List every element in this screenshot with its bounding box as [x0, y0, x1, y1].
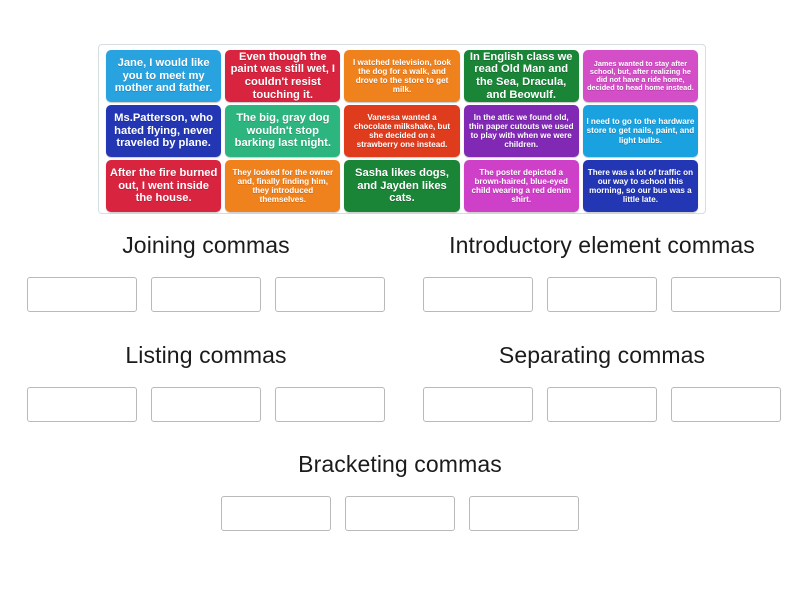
tile-tray: Jane, I would like you to meet my mother… [98, 44, 706, 214]
category-slot-row [202, 496, 598, 531]
category-slot-row [404, 387, 800, 422]
answer-tile-text: I watched television, took the dog for a… [352, 57, 452, 95]
category-title: Bracketing commas [298, 451, 502, 477]
answer-tile[interactable]: I watched television, took the dog for a… [344, 50, 460, 102]
category-slot-row [8, 387, 404, 422]
answer-tile[interactable]: There was a lot of traffic on our way to… [582, 160, 699, 212]
drop-slot[interactable] [547, 277, 657, 312]
answer-tile-text: Jane, I would like you to meet my mother… [114, 57, 213, 95]
answer-tile[interactable]: Even though the paint was still wet, I c… [225, 50, 341, 102]
drop-slot[interactable] [469, 496, 579, 531]
answer-tile[interactable]: In the attic we found old, thin paper cu… [463, 105, 579, 157]
tile-row: Jane, I would like you to meet my mother… [104, 50, 700, 102]
answer-tile[interactable]: The big, gray dog wouldn't stop barking … [225, 105, 341, 157]
answer-tile-text: The big, gray dog wouldn't stop barking … [234, 112, 331, 150]
answer-tile-text: After the fire burned out, I went inside… [109, 167, 218, 205]
answer-tile-text: Even though the paint was still wet, I c… [230, 50, 336, 101]
answer-tile[interactable]: James wanted to stay after school, but, … [582, 50, 699, 102]
answer-tile[interactable]: Ms.Patterson, who hated flying, never tr… [106, 105, 222, 157]
drop-slot[interactable] [671, 387, 781, 422]
category-title: Listing commas [125, 342, 287, 368]
tile-row: After the fire burned out, I went inside… [104, 160, 700, 212]
drop-slot[interactable] [221, 496, 331, 531]
answer-tile-text: James wanted to stay after school, but, … [587, 58, 694, 93]
answer-tile[interactable]: Vanessa wanted a chocolate milkshake, bu… [344, 105, 460, 157]
answer-tile[interactable]: I need to go to the hardware store to ge… [582, 105, 699, 157]
answer-tile[interactable]: They looked for the owner and, finally f… [225, 160, 341, 212]
drop-slot[interactable] [547, 387, 657, 422]
category-introductory-element-commas: Introductory element commas [404, 232, 800, 312]
category-slot-row [8, 277, 404, 312]
category-joining-commas: Joining commas [8, 232, 404, 312]
drop-slot[interactable] [27, 387, 137, 422]
answer-tile-text: The poster depicted a brown-haired, blue… [471, 167, 571, 205]
category-title: Separating commas [498, 342, 706, 368]
drop-slot[interactable] [275, 277, 385, 312]
answer-tile-text: In English class we read Old Man and the… [469, 50, 573, 101]
category-title: Joining commas [122, 232, 290, 258]
answer-tile-text: There was a lot of traffic on our way to… [587, 167, 694, 205]
category-separating-commas: Separating commas [404, 342, 800, 422]
answer-tile[interactable]: Sasha likes dogs, and Jayden likes cats. [344, 160, 460, 212]
drop-slot[interactable] [27, 277, 137, 312]
answer-tile[interactable]: In English class we read Old Man and the… [463, 50, 579, 102]
drop-slot[interactable] [345, 496, 455, 531]
drop-slot[interactable] [151, 387, 261, 422]
drop-slot[interactable] [275, 387, 385, 422]
drop-slot[interactable] [151, 277, 261, 312]
drop-slot[interactable] [423, 277, 533, 312]
answer-tile-text: Sasha likes dogs, and Jayden likes cats. [355, 167, 449, 205]
drop-slot[interactable] [671, 277, 781, 312]
category-slot-row [404, 277, 800, 312]
category-bracketing-commas: Bracketing commas [202, 451, 598, 531]
category-listing-commas: Listing commas [8, 342, 404, 422]
drop-slot[interactable] [423, 387, 533, 422]
answer-tile[interactable]: The poster depicted a brown-haired, blue… [463, 160, 579, 212]
answer-tile-text: Ms.Patterson, who hated flying, never tr… [114, 112, 214, 150]
answer-tile-text: In the attic we found old, thin paper cu… [468, 112, 574, 150]
answer-tile-text: I need to go to the hardware store to ge… [586, 117, 695, 145]
answer-tile[interactable]: After the fire burned out, I went inside… [106, 160, 222, 212]
category-title: Introductory element commas [449, 232, 755, 258]
answer-tile[interactable]: Jane, I would like you to meet my mother… [106, 50, 222, 102]
tile-row: Ms.Patterson, who hated flying, never tr… [104, 105, 700, 157]
answer-tile-text: Vanessa wanted a chocolate milkshake, bu… [353, 112, 451, 150]
answer-tile-text: They looked for the owner and, finally f… [232, 167, 334, 205]
